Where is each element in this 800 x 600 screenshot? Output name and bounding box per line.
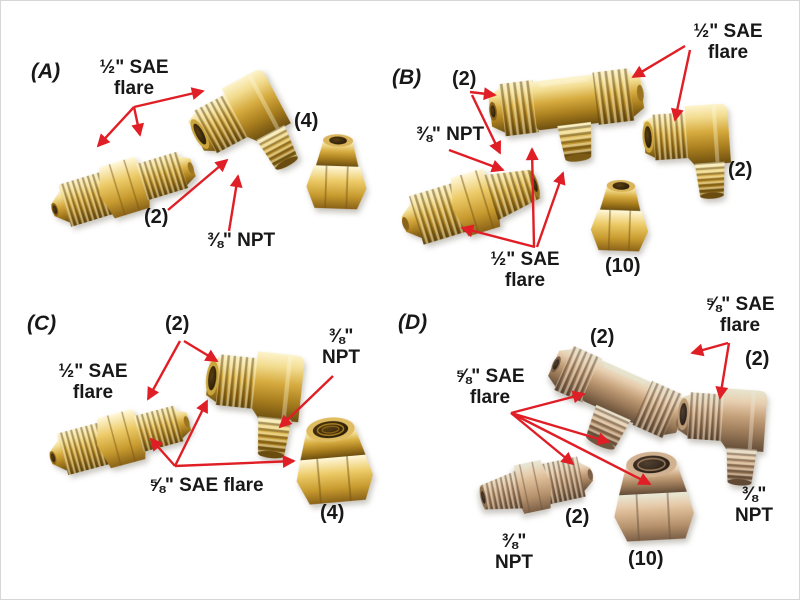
panel-c-npt-line1: ⅜" xyxy=(328,326,354,347)
panel-a-nut-count: (4) xyxy=(294,110,319,132)
panel-c-union-count: (2) xyxy=(165,313,190,335)
panel-b-tee-count: (2) xyxy=(452,68,477,90)
panel-b-flare-top-line1: ½" SAE xyxy=(693,21,763,42)
panel-a-flare-line2: flare xyxy=(113,78,155,99)
panel-d-tee-count: (2) xyxy=(590,326,615,348)
fitting-half-union-b xyxy=(401,168,541,245)
panel-d-flare-left-line1: ⅝" SAE xyxy=(455,366,525,387)
panel-c-flare-half-line2: flare xyxy=(72,382,114,403)
panel-b-flare-bottom-line1: ½" SAE xyxy=(490,249,560,270)
panel-b-npt-label: ⅜" NPT xyxy=(416,124,485,145)
panel-c-letter: (C) xyxy=(27,312,57,335)
panel-d-npt-label-right: ⅜" NPT xyxy=(719,484,789,526)
panel-d-elbow-count: (2) xyxy=(745,348,770,370)
panel-c-npt-label: ⅜" NPT xyxy=(309,326,373,368)
panel-d-npt-right-line1: ⅜" xyxy=(741,484,767,505)
panel-c-npt-line2: NPT xyxy=(322,347,360,368)
panel-b-flare-label-bottom: ½" SAE flare xyxy=(475,249,575,291)
fitting-flare-union-a xyxy=(50,151,196,227)
panel-d-npt-label-left: ⅜" NPT xyxy=(479,531,549,573)
panel-d-npt-left-line2: NPT xyxy=(495,552,533,573)
panel-d-flare-label-right: ⅝" SAE flare xyxy=(697,294,783,336)
fitting-elbow-d xyxy=(677,388,767,486)
fitting-flare-nut-b xyxy=(590,180,649,252)
panel-b-letter: (B) xyxy=(392,66,422,89)
panel-a-npt-label: ⅜" NPT xyxy=(207,230,276,251)
panel-d-union-count: (2) xyxy=(565,506,590,528)
panel-b-flare-top-line2: flare xyxy=(707,42,749,63)
panel-d-flare-label-left: ⅝" SAE flare xyxy=(447,366,533,408)
panel-c-nut-count: (4) xyxy=(320,502,345,524)
panel-b-flare-label-top: ½" SAE flare xyxy=(678,21,778,63)
panel-d-flare-right-line2: flare xyxy=(719,315,761,336)
panel-b-nut-count: (10) xyxy=(605,255,641,277)
panel-b-elbow-count: (2) xyxy=(728,159,753,181)
panel-a-flare-label: ½" SAE flare xyxy=(89,57,179,99)
fitting-flare-nut-c xyxy=(296,417,373,505)
panel-a-letter: (A) xyxy=(31,60,61,83)
panel-d-letter: (D) xyxy=(398,311,428,334)
panel-d-nut-count: (10) xyxy=(628,548,664,570)
panel-c-flare-label-half: ½" SAE flare xyxy=(47,361,139,403)
fitting-elbow-b xyxy=(642,103,731,199)
panel-d-flare-left-line2: flare xyxy=(469,387,511,408)
panel-c-flare-half-line1: ½" SAE xyxy=(58,361,128,382)
fitting-flare-nut-a xyxy=(306,134,367,210)
panel-d-flare-right-line1: ⅝" SAE xyxy=(705,294,775,315)
panel-c-flare-label-58: ⅝" SAE flare xyxy=(149,475,264,496)
panel-a-union-count: (2) xyxy=(144,206,169,228)
fitting-flare-nut-d xyxy=(614,451,694,542)
fitting-elbow-a xyxy=(188,70,298,170)
panel-b-flare-bottom-line2: flare xyxy=(504,270,546,291)
panel-d-npt-left-line1: ⅜" xyxy=(501,531,527,552)
panel-a-flare-line1: ½" SAE xyxy=(99,57,169,78)
panel-d-npt-right-line2: NPT xyxy=(735,505,773,526)
